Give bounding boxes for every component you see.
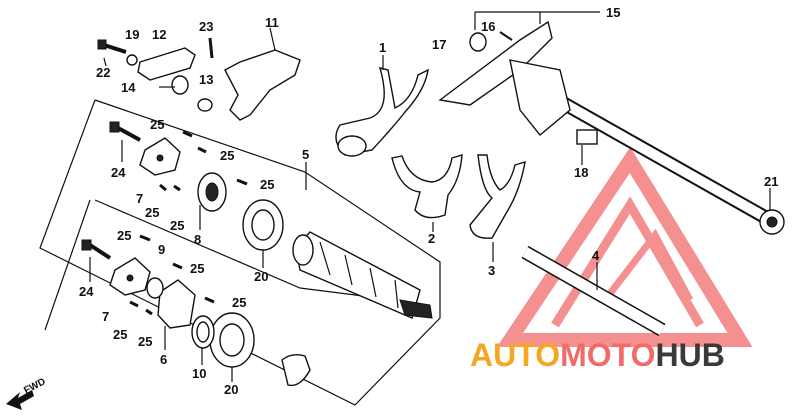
callout-25f: 25 (117, 228, 131, 243)
return-spring (171, 75, 213, 112)
callout-15: 15 (606, 5, 620, 20)
callout-12: 12 (152, 27, 166, 42)
svg-text:AUTOMOTOHUB: AUTOMOTOHUB (470, 337, 725, 373)
pin-plate-lower (109, 257, 151, 296)
bearing-lower (209, 312, 255, 368)
spring-16 (499, 31, 513, 41)
bolt-lower (81, 239, 112, 260)
callout-24b: 24 (79, 284, 94, 299)
callout-25d: 25 (145, 205, 159, 220)
callout-18: 18 (574, 165, 588, 180)
callout-4: 4 (592, 248, 600, 263)
watermark-moto: MOTO (560, 337, 655, 373)
shift-fork-rod (521, 245, 666, 337)
callout-11: 11 (265, 15, 279, 30)
forward-label: FWD (22, 376, 47, 396)
forward-arrow-icon (6, 390, 34, 410)
callout-20b: 20 (224, 382, 238, 397)
callout-9: 9 (158, 242, 165, 257)
spring-17 (469, 32, 487, 52)
forward-direction-indicator: FWD (6, 376, 48, 410)
callout-7b: 7 (102, 309, 109, 324)
shift-fork-2 (391, 154, 463, 219)
callout-25b: 25 (220, 148, 234, 163)
callout-10: 10 (192, 366, 206, 381)
callout-25c: 25 (260, 177, 274, 192)
callout-2: 2 (428, 231, 435, 246)
callout-17: 17 (432, 37, 446, 52)
callout-8: 8 (194, 232, 201, 247)
callout-19: 19 (125, 27, 139, 42)
washer-9 (146, 277, 164, 299)
watermark-text: AUTOMOTOHUB (470, 337, 725, 373)
watermark-hub: HUB (655, 337, 724, 373)
shift-cam (281, 353, 311, 387)
callout-13: 13 (199, 72, 213, 87)
pins-25 (129, 130, 248, 316)
bolt-22 (97, 39, 127, 54)
callout-6: 6 (160, 352, 167, 367)
pin-18 (576, 129, 598, 145)
pin-23 (208, 37, 214, 59)
callout-5: 5 (302, 147, 309, 162)
collar-10 (191, 315, 215, 349)
watermark-auto: AUTO (470, 337, 560, 373)
shift-drum (292, 231, 433, 319)
side-plate-6 (157, 279, 196, 329)
callout-25e: 25 (170, 218, 184, 233)
shift-plate (224, 49, 301, 121)
callout-22: 22 (96, 65, 110, 80)
callout-3: 3 (488, 263, 495, 278)
callout-16: 16 (481, 19, 495, 34)
bolt-upper (109, 121, 141, 142)
shift-fork-shaft (438, 20, 785, 235)
callout-labels: 1 2 3 4 5 6 7 7 8 9 10 11 12 13 14 15 16… (79, 5, 778, 397)
callout-1: 1 (379, 40, 386, 55)
pin-plate-upper (139, 137, 181, 176)
callout-20a: 20 (254, 269, 268, 284)
callout-25j: 25 (138, 334, 152, 349)
leader-lines (89, 27, 771, 382)
collar-8 (197, 172, 227, 212)
callout-25g: 25 (190, 261, 204, 276)
callout-24a: 24 (111, 165, 126, 180)
bearing-upper (242, 199, 284, 251)
stopper-arm (126, 47, 196, 81)
callout-25h: 25 (232, 295, 246, 310)
callout-14: 14 (121, 80, 136, 95)
callout-25i: 25 (113, 327, 127, 342)
shift-fork-3 (469, 154, 526, 239)
shift-fork-1 (335, 67, 429, 157)
callout-21: 21 (764, 174, 778, 189)
callout-25a: 25 (150, 117, 164, 132)
callout-7a: 7 (136, 191, 143, 206)
callout-23: 23 (199, 19, 213, 34)
